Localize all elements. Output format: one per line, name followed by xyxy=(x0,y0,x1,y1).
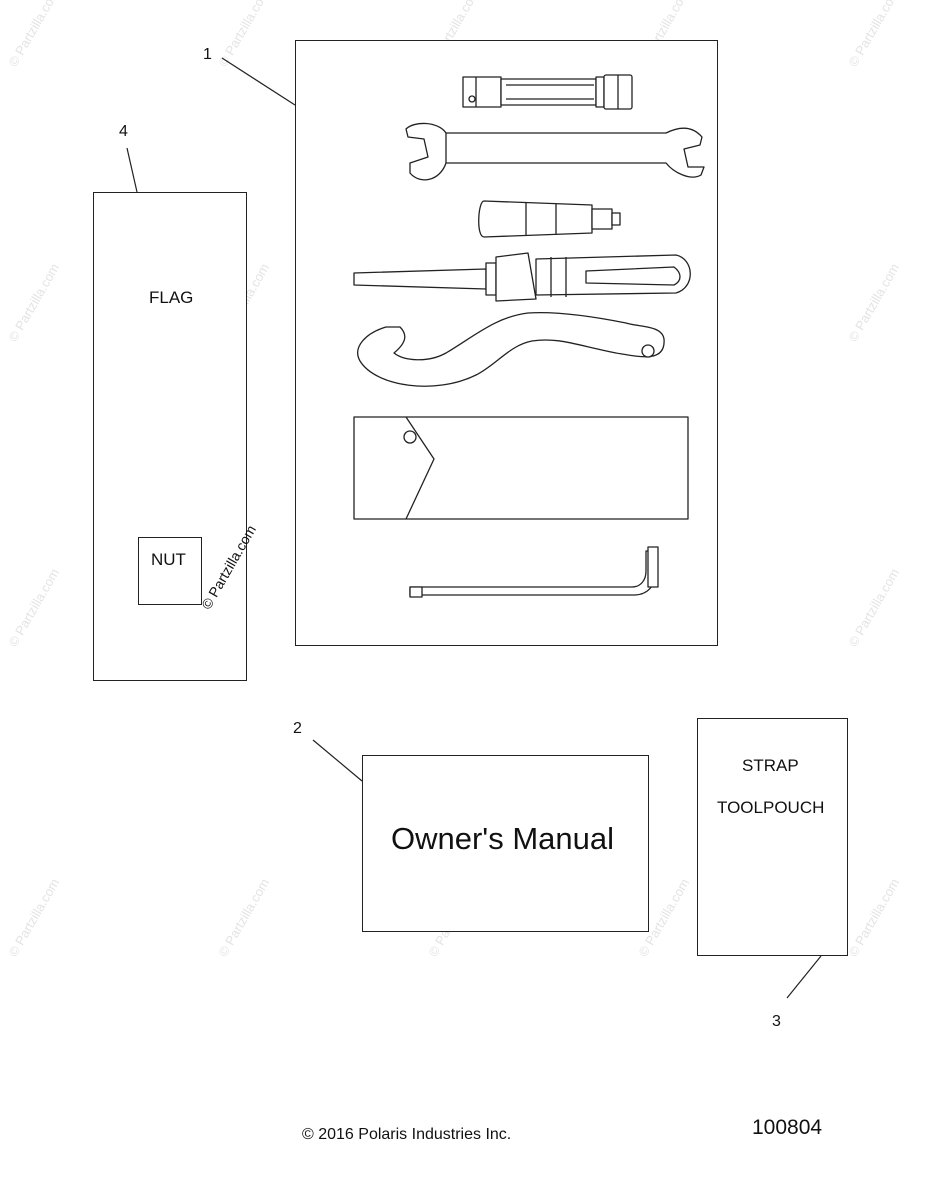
diagram-number: 100804 xyxy=(752,1116,823,1139)
callout-4: 4 xyxy=(119,123,128,140)
spark-plug-socket-icon xyxy=(462,74,633,110)
callout-2: 2 xyxy=(293,720,302,737)
nut-box: NUT xyxy=(138,537,202,605)
callout-1: 1 xyxy=(203,46,212,63)
copyright-text: © 2016 Polaris Industries Inc. xyxy=(302,1126,512,1143)
strap-label: STRAP xyxy=(742,756,799,775)
nut-driver-icon xyxy=(478,200,621,238)
toolpouch-label: TOOLPOUCH xyxy=(717,798,825,817)
spanner-wrench-icon xyxy=(357,311,665,387)
tool-pouch-icon xyxy=(353,416,689,520)
owners-manual: Owner's Manual xyxy=(362,755,649,932)
nut-label: NUT xyxy=(151,550,186,569)
callout-3: 3 xyxy=(772,1013,781,1030)
tool-kit-board xyxy=(295,40,718,646)
flag-panel: FLAG xyxy=(93,192,247,681)
tool-kit-drawing xyxy=(353,74,705,598)
owners-manual-label: Owner's Manual xyxy=(391,821,615,856)
open-end-wrench-icon xyxy=(405,122,705,181)
screwdriver-icon xyxy=(353,252,691,302)
spanner-hole-icon xyxy=(641,344,655,358)
strap-toolpouch-panel: STRAP TOOLPOUCH xyxy=(697,718,848,956)
hex-key-icon xyxy=(409,546,659,598)
flag-label: FLAG xyxy=(149,288,194,307)
